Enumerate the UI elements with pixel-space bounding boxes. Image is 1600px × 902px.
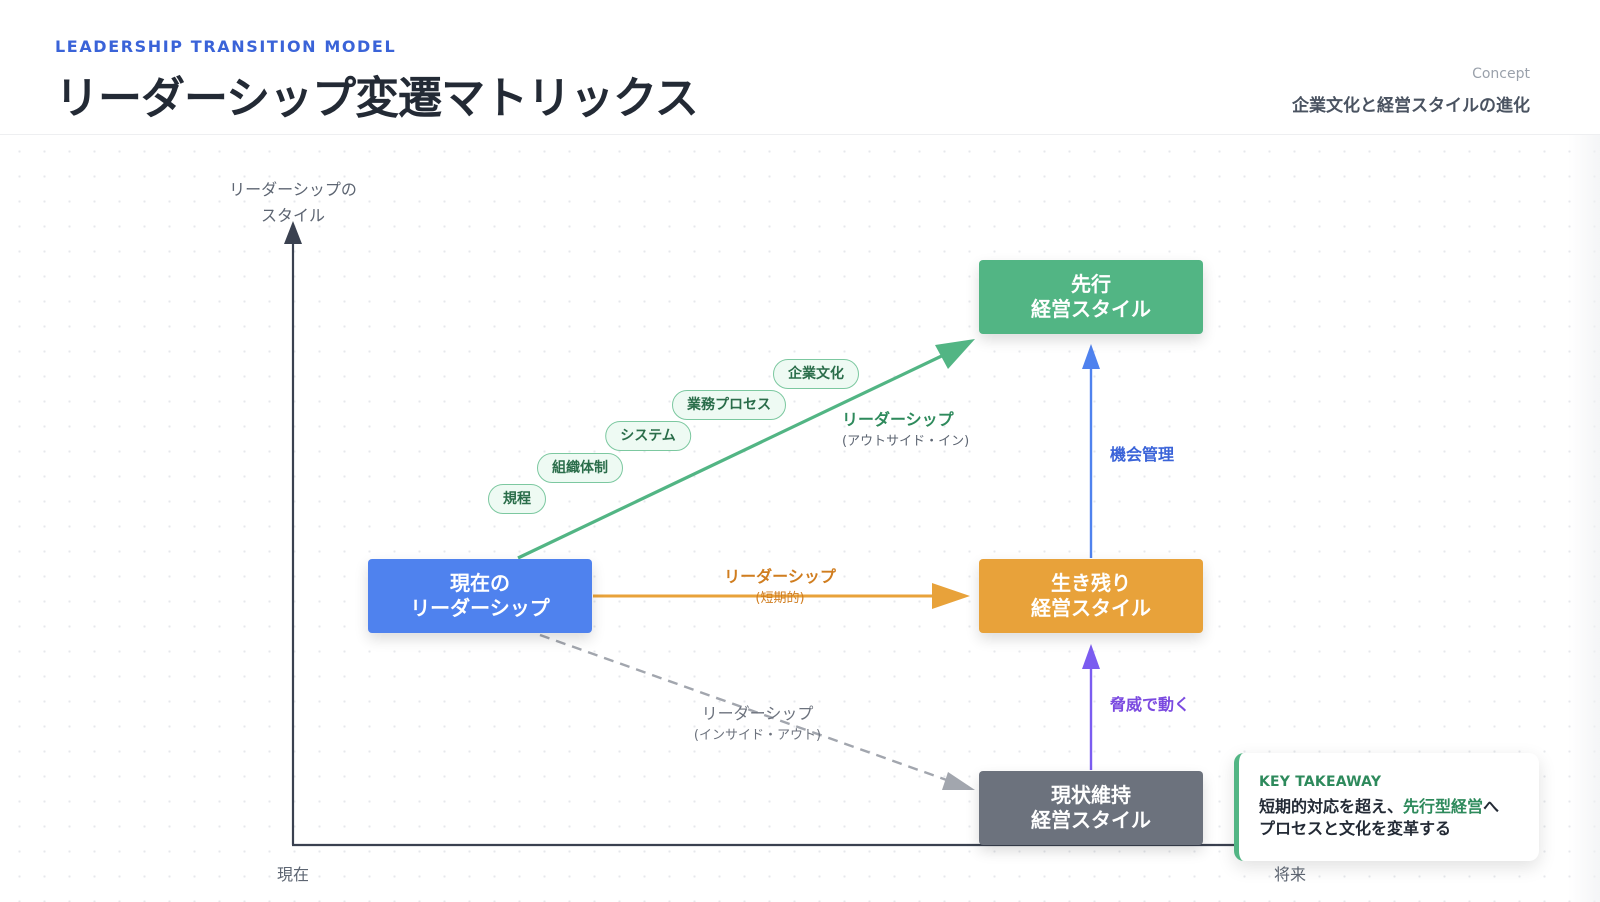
edge-outside-in-sub: (アウトサイド・イン)	[842, 434, 970, 449]
node-current-leadership[interactable]: 現在の リーダーシップ	[368, 559, 592, 633]
edge-opportunity-label: 機会管理	[1110, 445, 1175, 464]
edge-inside-out-main: リーダーシップ	[701, 704, 814, 723]
step-pill-corporate-culture: 企業文化	[773, 359, 859, 389]
edge-short-term-sub: (短期的)	[755, 591, 805, 606]
edge-inside-out-label: リーダーシップ (インサイド・アウト)	[670, 703, 845, 747]
node-status-quo-management[interactable]: 現状維持 経営スタイル	[979, 771, 1203, 845]
edge-outside-in-arrowhead	[935, 339, 975, 369]
edge-outside-in-line	[517, 350, 951, 560]
key-takeaway-text: 短期的対応を超え、先行型経営へ プロセスと文化を変革する	[1259, 796, 1539, 840]
edge-threat-label: 脅威で動く	[1110, 695, 1191, 714]
y-axis-arrowhead	[284, 221, 302, 244]
page-title: リーダーシップ変遷マトリックス	[55, 73, 699, 124]
node-status-quo-line2: 経営スタイル	[1031, 808, 1151, 832]
diagram-canvas	[0, 135, 1600, 902]
key-takeaway-card: KEY TAKEAWAY 短期的対応を超え、先行型経営へ プロセスと文化を変革す…	[1234, 753, 1539, 861]
node-current-line2: リーダーシップ	[410, 596, 550, 620]
node-survival-line2: 経営スタイル	[1031, 596, 1151, 620]
node-proactive-line2: 経営スタイル	[1031, 297, 1151, 321]
key-takeaway-line2: プロセスと文化を変革する	[1259, 819, 1452, 838]
step-pill-regulations: 規程	[488, 484, 546, 514]
edge-short-term-label: リーダーシップ (短期的)	[700, 566, 860, 610]
key-takeaway-text-before: 短期的対応を超え、	[1259, 797, 1404, 816]
node-proactive-line1: 先行	[1071, 272, 1111, 296]
concept-label: Concept	[1472, 66, 1530, 82]
key-takeaway-text-after: へ	[1483, 797, 1500, 816]
node-survival-line1: 生き残り	[1051, 571, 1131, 595]
y-axis-label-line2: スタイル	[260, 206, 325, 225]
page-header: LEADERSHIP TRANSITION MODEL リーダーシップ変遷マトリ…	[0, 0, 1600, 135]
node-current-line1: 現在の	[450, 571, 510, 595]
scroll-edge-shadow	[1568, 135, 1600, 902]
page-subtitle: 企業文化と経営スタイルの進化	[1292, 96, 1530, 116]
edge-inside-out-line	[539, 633, 956, 785]
edge-short-term-arrowhead	[932, 583, 970, 609]
x-axis-end-label: 将来	[1273, 865, 1306, 884]
eyebrow-label: LEADERSHIP TRANSITION MODEL	[55, 37, 397, 56]
edge-opportunity-arrowhead	[1082, 344, 1100, 369]
x-axis-start-label: 現在	[276, 865, 309, 884]
node-survival-management[interactable]: 生き残り 経営スタイル	[979, 559, 1203, 633]
key-takeaway-label: KEY TAKEAWAY	[1259, 774, 1382, 790]
key-takeaway-highlight: 先行型経営	[1403, 797, 1484, 816]
node-proactive-management[interactable]: 先行 経営スタイル	[979, 260, 1203, 334]
step-pill-organization: 組織体制	[537, 453, 623, 483]
edge-inside-out-sub: (インサイド・アウト)	[693, 728, 822, 743]
edge-threat-arrowhead	[1082, 644, 1100, 669]
edge-inside-out-arrowhead	[942, 772, 975, 790]
y-axis-label-line1: リーダーシップの	[229, 180, 357, 199]
edge-outside-in-label: リーダーシップ (アウトサイド・イン)	[842, 409, 969, 453]
node-status-quo-line1: 現状維持	[1051, 783, 1131, 807]
step-pill-system: システム	[605, 421, 691, 451]
edge-outside-in-main: リーダーシップ	[842, 410, 954, 429]
edge-short-term-main: リーダーシップ	[724, 567, 836, 586]
step-pill-business-process: 業務プロセス	[672, 390, 786, 420]
y-axis-label: リーダーシップの スタイル	[210, 177, 376, 229]
